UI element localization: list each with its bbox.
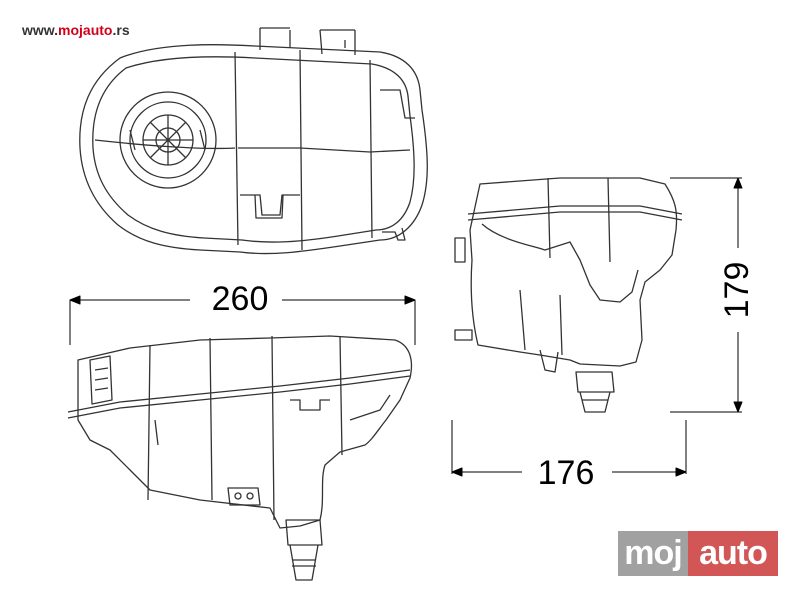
dimension-height-label: 179 <box>718 262 756 319</box>
watermark-url: www.mojauto.rs <box>22 22 130 38</box>
url-suffix: .rs <box>112 22 130 38</box>
filler-cap-mid <box>129 101 207 179</box>
top-view <box>79 27 428 255</box>
side-outlet <box>579 391 611 413</box>
dimension-depth-label: 176 <box>538 454 595 492</box>
watermark-logo: moj auto <box>618 531 778 576</box>
url-brand: mojauto <box>58 22 113 38</box>
side-view <box>454 177 683 413</box>
top-view-inner-outline <box>92 56 415 243</box>
logo-left-text: moj <box>618 531 688 576</box>
dimension-width-label: 260 <box>212 280 269 318</box>
logo-right-text: auto <box>688 531 778 576</box>
url-prefix: www. <box>22 22 59 38</box>
front-view-outline <box>77 335 413 529</box>
front-view <box>67 335 413 581</box>
top-view-outline <box>79 44 428 255</box>
side-view-outline <box>469 177 678 367</box>
dimension-lines <box>69 177 743 477</box>
filler-cap-outer <box>119 91 217 189</box>
front-outlet <box>289 544 319 581</box>
